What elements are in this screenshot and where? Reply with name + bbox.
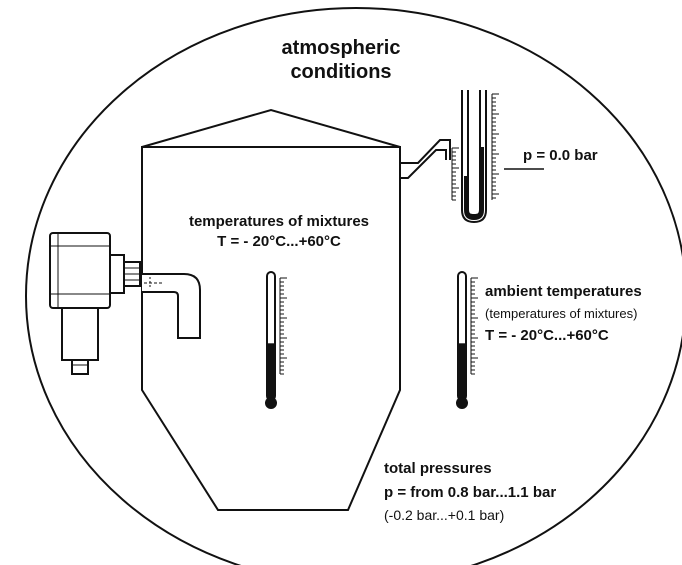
thermometer-mixtures-column — [268, 343, 274, 400]
mixtures-heading: temperatures of mixtures — [188, 213, 370, 230]
pressures-heading: total pressures — [384, 460, 492, 477]
transmitter-housing — [49, 232, 111, 309]
ambient-note: (temperatures of mixtures) — [485, 306, 638, 321]
thermometer-ambient-column — [459, 343, 465, 400]
vent-pipe — [400, 139, 451, 179]
transmitter-body — [61, 307, 99, 361]
manometer-pressure-label: p = 0.0 bar — [523, 147, 598, 164]
silo-roof — [141, 108, 401, 148]
elbow-pipe — [142, 273, 201, 339]
transmitter-neck — [109, 254, 125, 294]
atmosphere-boundary — [25, 7, 682, 565]
ambient-temperature-range: T = - 20°C...+60°C — [485, 327, 609, 344]
manometer-fluid — [464, 147, 484, 220]
thermometer-ambient — [456, 271, 478, 409]
title-line-1: atmospheric — [281, 37, 401, 59]
u-tube-manometer — [451, 90, 544, 224]
pressures-relative-range: (-0.2 bar...+0.1 bar) — [384, 507, 505, 523]
pressure-transmitter — [49, 232, 141, 375]
cable-gland — [71, 359, 89, 375]
pressures-range: p = from 0.8 bar...1.1 bar — [384, 484, 557, 501]
mixtures-temperature-range: T = - 20°C...+60°C — [217, 233, 341, 250]
ambient-heading: ambient temperatures — [485, 283, 642, 300]
thermometer-mixtures — [265, 271, 287, 409]
title-line-2: conditions — [290, 61, 392, 83]
